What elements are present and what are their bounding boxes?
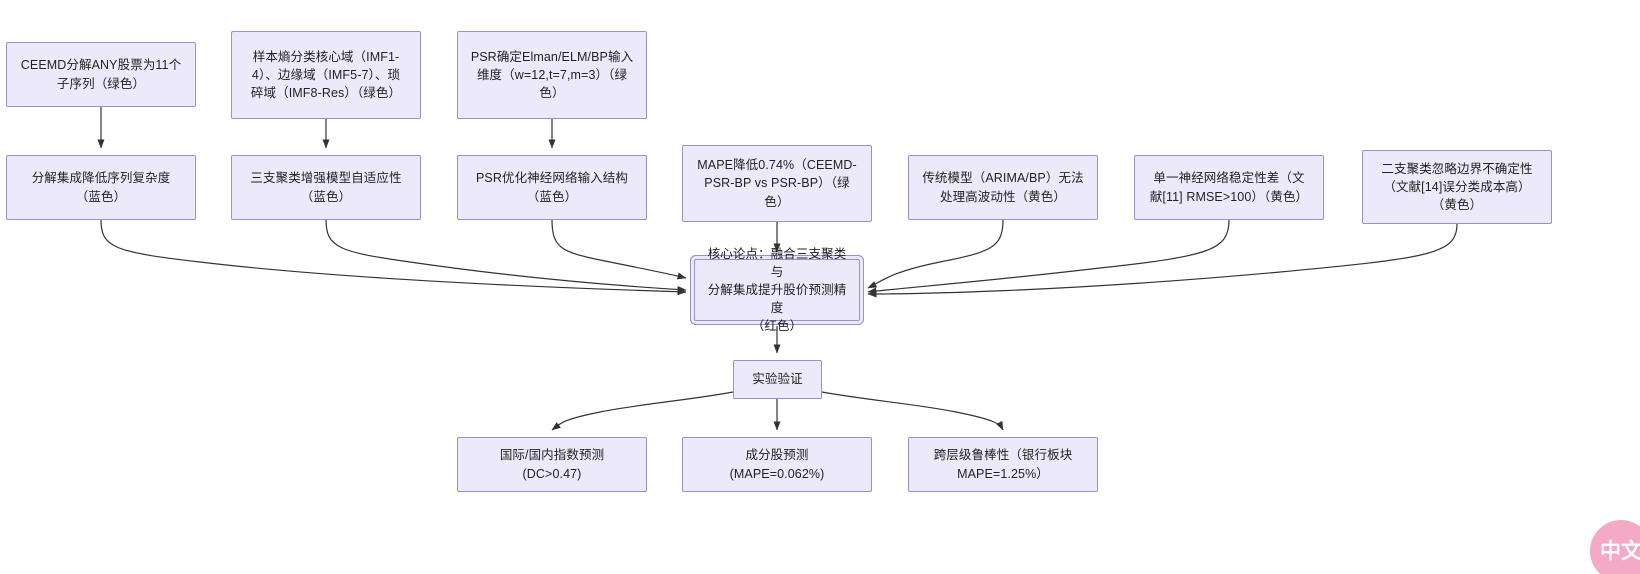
flow-node-n12[interactable]: 国际/国内指数预测 (DC>0.47) <box>457 437 647 492</box>
flow-node-label: PSR确定Elman/ELM/BP输入 维度（w=12,t=7,m=3）（绿 色… <box>470 49 634 101</box>
flow-node-label: PSR优化神经网络输入结构 （蓝色） <box>475 171 628 204</box>
flow-node-label: 实验验证 <box>752 372 803 387</box>
flow-node-label: 跨层级鲁棒性（银行板块 MAPE=1.25%） <box>933 448 1073 481</box>
flow-node-n2[interactable]: 样本熵分类核心域（IMF1- 4）、边缘域（IMF5-7）、琐 碎域（IMF8-… <box>231 31 421 119</box>
flow-edge-n11-to-n14 <box>821 391 1004 431</box>
flow-node-n5[interactable]: 三支聚类增强模型自适应性 （蓝色） <box>231 155 421 220</box>
flow-edge-n9-to-core <box>867 219 1230 295</box>
watermark-label: 中文 <box>1600 540 1640 564</box>
flow-node-n11[interactable]: 实验验证 <box>733 360 822 399</box>
flow-node-label: 成分股预测 (MAPE=0.062%) <box>729 448 825 481</box>
flow-node-n9[interactable]: 单一神经网络稳定性差（文 献[11] RMSE>100）（黄色） <box>1134 155 1324 220</box>
flow-node-label: 单一神经网络稳定性差（文 献[11] RMSE>100）（黄色） <box>1149 171 1309 204</box>
flow-edge-n5-to-core <box>325 219 687 293</box>
flow-node-label: 三支聚类增强模型自适应性 （蓝色） <box>250 171 402 204</box>
flow-node-label: 国际/国内指数预测 (DC>0.47) <box>499 448 605 481</box>
flow-edge-n11-to-n12 <box>551 391 734 431</box>
flow-node-n7[interactable]: MAPE降低0.74%（CEEMD- PSR-BP vs PSR-BP）（绿 色… <box>682 145 872 222</box>
flow-node-n14[interactable]: 跨层级鲁棒性（银行板块 MAPE=1.25%） <box>908 437 1098 492</box>
flow-node-label: 二支聚类忽略边界不确定性 （文献[14]误分类成本高） （黄色） <box>1381 161 1533 213</box>
flow-edge-n10-to-core <box>867 223 1458 298</box>
watermark-badge: 中文 <box>1590 520 1640 574</box>
flow-edge-n6-to-core <box>551 219 687 280</box>
flow-node-label: 核心论点：融合三支聚类与 分解集成提升股价预测精度 （红色） <box>707 246 847 334</box>
flow-node-label: 传统模型（ARIMA/BP）无法 处理高波动性（黄色） <box>922 171 1084 204</box>
flow-node-label: 分解集成降低序列复杂度 （蓝色） <box>31 171 171 204</box>
flow-node-label: CEEMD分解ANY股票为11个 子序列（绿色） <box>20 58 182 91</box>
flow-node-label: 样本熵分类核心域（IMF1- 4）、边缘域（IMF5-7）、琐 碎域（IMF8-… <box>250 49 402 101</box>
flow-node-n1[interactable]: CEEMD分解ANY股票为11个 子序列（绿色） <box>6 42 196 107</box>
flow-node-n10[interactable]: 二支聚类忽略边界不确定性 （文献[14]误分类成本高） （黄色） <box>1362 150 1552 224</box>
flow-edge-n4-to-core <box>100 219 687 296</box>
flow-node-n13[interactable]: 成分股预测 (MAPE=0.062%) <box>682 437 872 492</box>
flow-node-core[interactable]: 核心论点：融合三支聚类与 分解集成提升股价预测精度 （红色） <box>694 247 860 333</box>
flow-node-n4[interactable]: 分解集成降低序列复杂度 （蓝色） <box>6 155 196 220</box>
flow-edge-n8-to-core <box>867 219 1004 289</box>
flow-node-n3[interactable]: PSR确定Elman/ELM/BP输入 维度（w=12,t=7,m=3）（绿 色… <box>457 31 647 119</box>
flow-node-n8[interactable]: 传统模型（ARIMA/BP）无法 处理高波动性（黄色） <box>908 155 1098 220</box>
flow-node-n6[interactable]: PSR优化神经网络输入结构 （蓝色） <box>457 155 647 220</box>
flow-node-label: MAPE降低0.74%（CEEMD- PSR-BP vs PSR-BP）（绿 色… <box>697 158 857 209</box>
